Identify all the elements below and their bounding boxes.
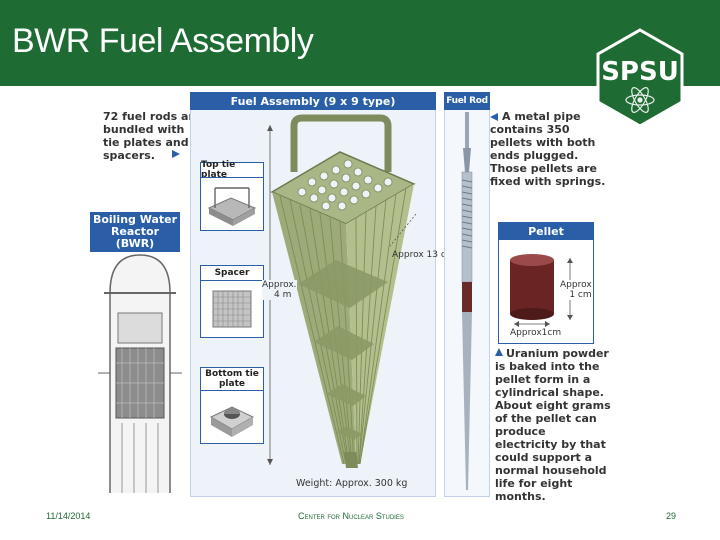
spsu-logo: SPSU — [596, 28, 684, 128]
slide-title: BWR Fuel Assembly — [12, 22, 314, 60]
width-label: Approx 13 cm — [392, 250, 455, 260]
bwr-label: Boiling Water Reactor (BWR) — [90, 212, 180, 252]
arrow-left-icon — [490, 113, 498, 121]
arrow-up-icon — [495, 348, 503, 356]
fuel-rod-header: Fuel Rod — [444, 92, 490, 110]
top-tie-plate-label: Top tie plate — [200, 160, 264, 180]
pellet-illustration — [510, 254, 554, 327]
spacer-label: Spacer — [200, 265, 264, 281]
footer-page-number: 29 — [666, 511, 677, 521]
width-pointer-line — [389, 213, 417, 247]
pellet-header: Pellet — [498, 222, 594, 240]
arrow-right-icon — [172, 150, 180, 158]
weight-label: Weight: Approx. 300 kg — [296, 478, 408, 489]
bottom-tie-plate-label: Bottom tie plate — [200, 367, 264, 391]
fuel-assembly-header: Fuel Assembly (9 x 9 type) — [190, 92, 436, 110]
top-tie-plate-image — [200, 177, 264, 231]
spacer-image — [200, 280, 264, 338]
fuel-rod-caption: A metal pipe contains 350 pellets with b… — [490, 110, 606, 188]
fuel-rod-illustration — [461, 112, 473, 490]
height-label: Approx. 4 m — [262, 280, 297, 300]
logo-text: SPSU — [601, 57, 679, 87]
fuel-assembly-illustration — [270, 114, 416, 468]
bottom-tie-plate-image — [200, 390, 264, 444]
reactor-vessel-illustration — [98, 254, 182, 493]
footer-center: Center for Nuclear Studies — [298, 511, 404, 521]
pellet-width-label: Approx1cm — [510, 328, 562, 338]
intro-caption: 72 fuel rods are bundled with tie plates… — [103, 110, 202, 162]
pellet-caption: Uranium powder is baked into the pellet … — [495, 347, 611, 503]
atom-icon — [625, 87, 655, 113]
pellet-height-label: Approx 1 cm — [560, 280, 592, 300]
footer-date: 11/14/2014 — [46, 511, 91, 521]
